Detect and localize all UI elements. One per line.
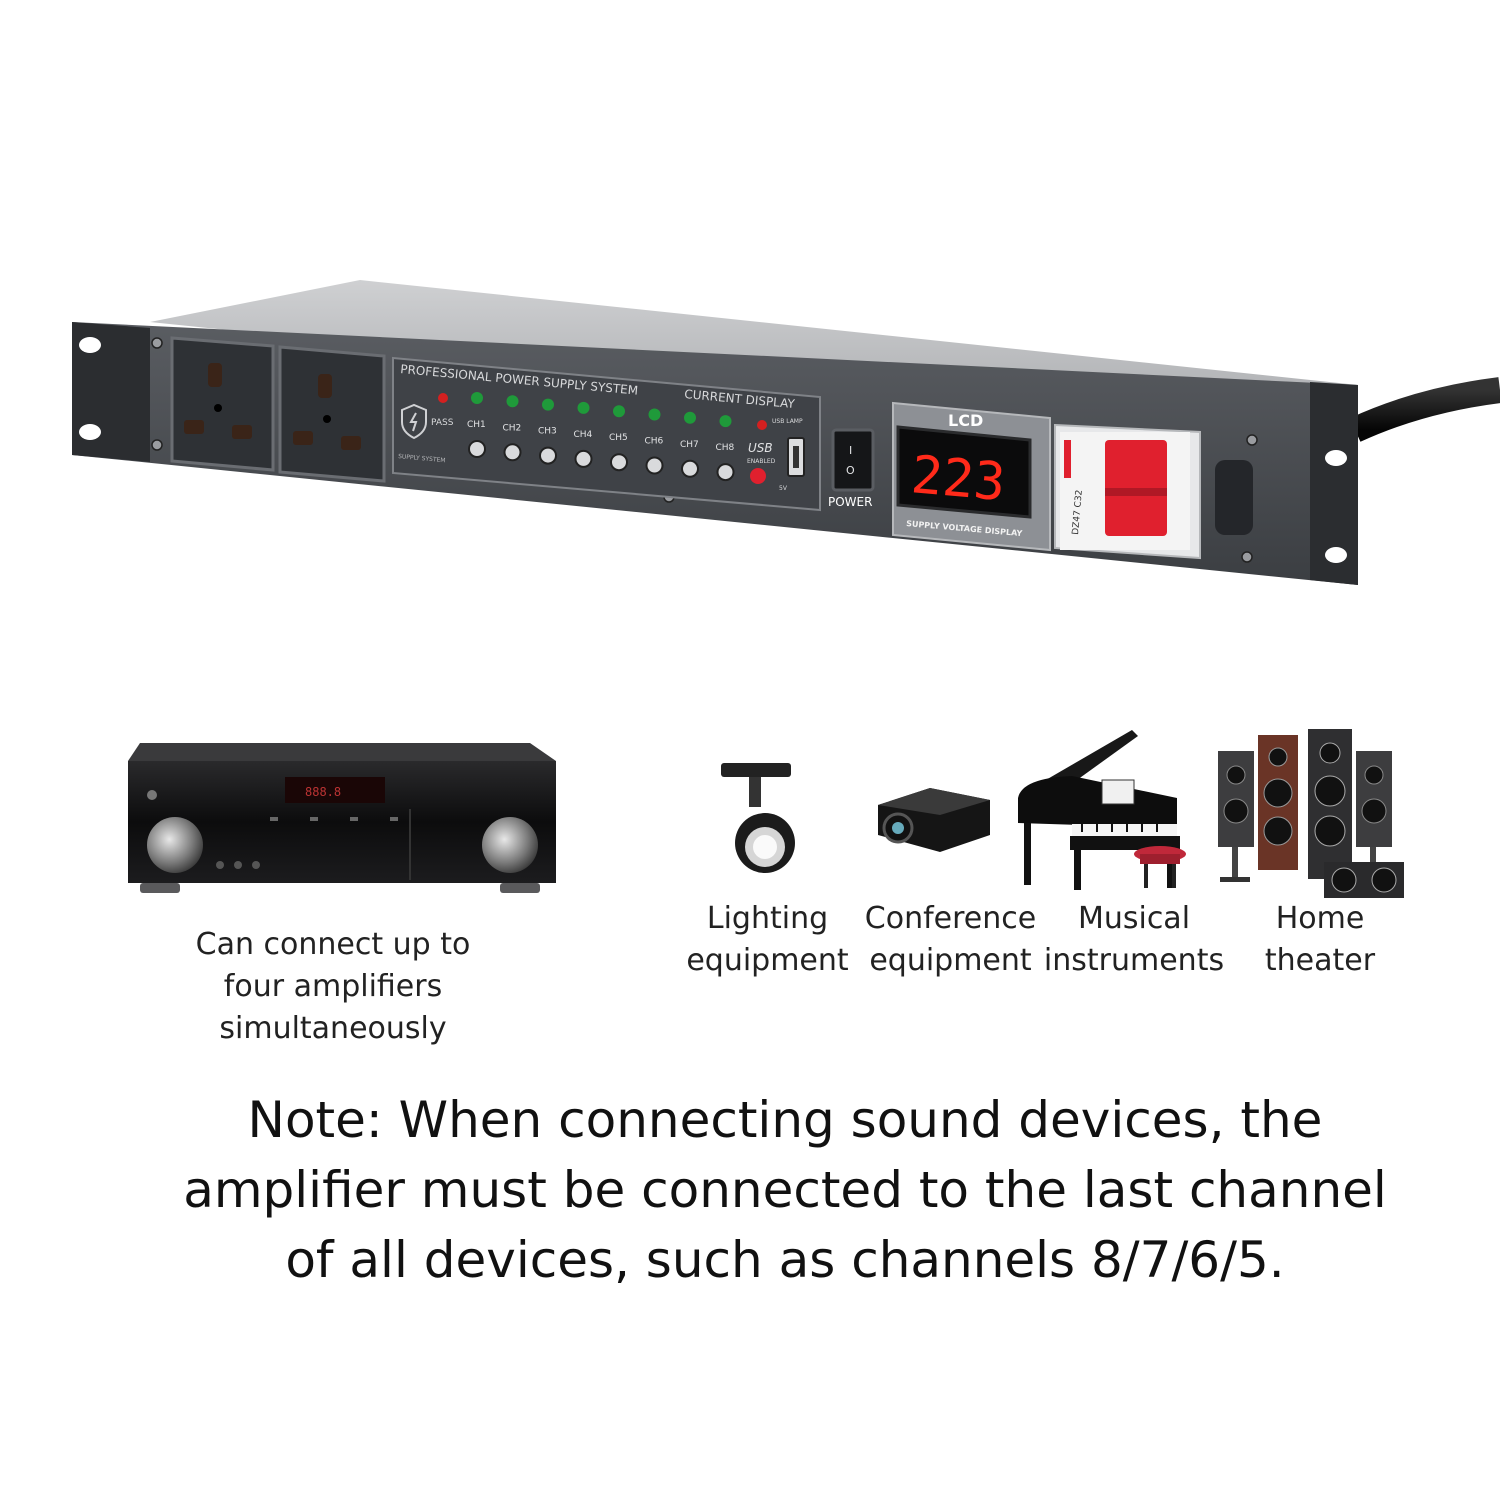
rack-hole — [1325, 450, 1347, 466]
rack-hole — [79, 337, 101, 353]
channel-label: CH3 — [538, 427, 557, 437]
app-caption-line2: theater — [1264, 943, 1376, 978]
voltage-display — [896, 425, 1032, 519]
note-line1: Note: When connecting sound devices, the — [247, 1091, 1323, 1149]
app-caption-line1: Conference — [864, 901, 1037, 936]
app-caption-line2: instruments — [1043, 943, 1225, 978]
note-text: Note: When connecting sound devices, the… — [150, 1085, 1420, 1295]
app-caption-conference: Conference equipment — [858, 898, 1043, 982]
svg-text:888.8: 888.8 — [305, 785, 341, 799]
channel-led — [506, 395, 519, 408]
rack-ear-right — [1310, 382, 1358, 585]
channel-button[interactable] — [645, 456, 664, 475]
outlet-1 — [170, 336, 275, 472]
channel-label: CH7 — [680, 440, 699, 450]
shield-icon — [401, 403, 427, 440]
usb-lamp-label: USB LAMP — [772, 418, 803, 425]
channel-led — [577, 401, 590, 414]
channel-button[interactable] — [539, 446, 557, 465]
channel-label: CH8 — [716, 443, 735, 453]
lcd-label: LCD — [948, 411, 983, 430]
voltage-readout: 223 — [909, 445, 1008, 513]
channel-led — [613, 405, 625, 418]
power-cable — [1349, 377, 1500, 442]
channel-button[interactable] — [716, 463, 735, 482]
channel-button[interactable] — [610, 453, 628, 472]
channel-label: CH6 — [645, 437, 664, 447]
note-line2: amplifier must be connected to the last … — [183, 1161, 1387, 1219]
usb-enabled-label: ENABLED — [747, 458, 776, 465]
app-caption-line2: equipment — [869, 943, 1032, 978]
amplifier-caption: Can connect up to four amplifiers simult… — [110, 924, 556, 1050]
pass-label: PASS — [431, 418, 454, 428]
amplifier-image: 888.8 — [128, 743, 556, 893]
channel-label: CH2 — [503, 423, 522, 433]
app-caption-line1: Musical — [1077, 901, 1191, 936]
usb-label: USB — [748, 441, 773, 455]
channel-label: CH4 — [574, 430, 593, 440]
channel-button[interactable] — [574, 449, 593, 468]
breaker-model: DZ47 C32 — [1071, 489, 1085, 535]
channel-led — [648, 408, 661, 421]
app-caption-musical: Musical instruments — [1040, 898, 1228, 982]
app-caption-line1: Lighting — [706, 901, 829, 936]
app-caption-lighting: Lighting equipment — [680, 898, 855, 982]
channel-button[interactable] — [468, 440, 486, 458]
pass-led — [438, 393, 448, 403]
amplifier-caption-line1: Can connect up to — [195, 927, 471, 962]
channel-label: CH1 — [467, 420, 486, 430]
power-sequencer-image: PROFESSIONAL POWER SUPPLY SYSTEM CURRENT… — [72, 280, 1500, 585]
usb-button[interactable] — [750, 468, 766, 484]
app-caption-home-theater: Home theater — [1240, 898, 1400, 982]
app-caption-line1: Home — [1275, 901, 1365, 936]
amplifier-caption-line2: four amplifiers simultaneously — [219, 969, 447, 1046]
note-line3: of all devices, such as channels 8/7/6/5… — [285, 1231, 1285, 1289]
channel-strip: CH1 CH2 CH3 CH4 CH5 CH6 CH7 CH8 — [467, 392, 735, 482]
power-label: POWER — [828, 495, 872, 509]
usb-led — [757, 420, 767, 430]
channel-label: CH5 — [609, 433, 628, 443]
speakers-icon — [1218, 729, 1404, 898]
switch-on-mark: I — [849, 444, 852, 457]
usb-volt-label: 5V — [779, 485, 788, 492]
supply-system-label: SUPPLY SYSTEM — [398, 453, 446, 464]
channel-led — [471, 392, 483, 404]
channel-led — [684, 411, 696, 424]
volume-knob-right — [482, 817, 538, 873]
channel-button[interactable] — [681, 459, 699, 478]
track-light-icon — [721, 763, 795, 873]
power-switch[interactable] — [831, 428, 875, 492]
rack-hole — [1325, 547, 1347, 563]
piano-icon — [1018, 730, 1186, 890]
switch-off-mark: O — [846, 464, 855, 477]
channel-led — [719, 415, 732, 428]
rack-hole — [79, 424, 101, 440]
control-panel — [392, 356, 821, 512]
volume-knob-left — [147, 817, 203, 873]
projector-icon — [878, 788, 990, 852]
handle-recess — [1215, 460, 1253, 535]
outlet-2 — [278, 345, 386, 483]
channel-button[interactable] — [503, 443, 522, 462]
app-caption-line2: equipment — [686, 943, 849, 978]
channel-led — [542, 398, 554, 411]
